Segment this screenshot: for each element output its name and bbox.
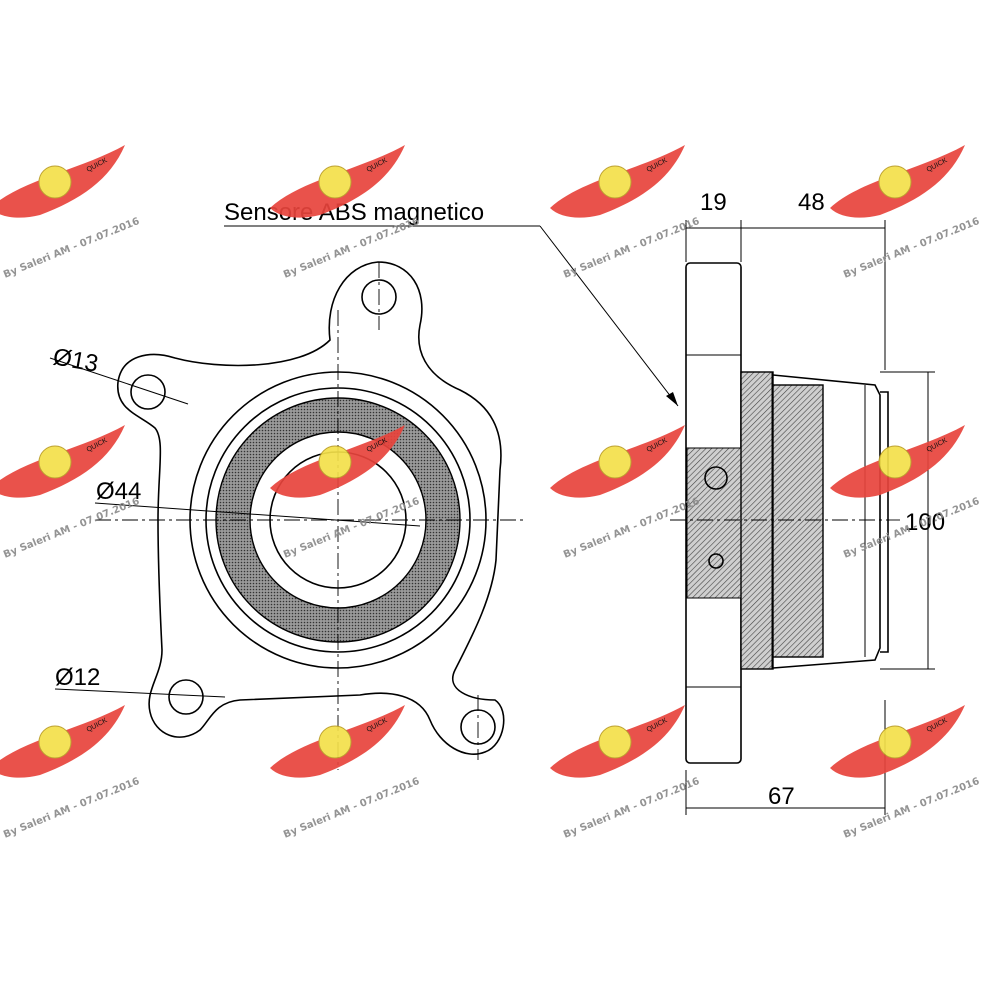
logo-ball-icon xyxy=(598,725,632,759)
front-view: Ø13 Ø44 Ø12 xyxy=(49,261,525,770)
bolt-hole-bottom-left xyxy=(168,679,204,715)
dim-48-label: 48 xyxy=(798,189,825,216)
bolt-hole-top xyxy=(361,279,397,315)
abs-sensor-label: Sensore ABS magnetico xyxy=(224,199,484,226)
logo-ball-icon xyxy=(878,165,912,199)
bearing-section xyxy=(772,384,824,658)
d12-leader xyxy=(54,688,226,698)
pilot-lip xyxy=(880,391,889,653)
watermark-text: By Saleri AM - 07.07.2016 xyxy=(562,496,701,561)
logo-ball-icon xyxy=(38,725,72,759)
side-view: 19 48 67 100 xyxy=(670,189,945,815)
logo-ball-icon xyxy=(878,445,912,479)
logo-ball-icon xyxy=(38,445,72,479)
watermark-text: By Saleri AM - 07.07.2016 xyxy=(2,776,141,841)
hub-section xyxy=(740,371,774,670)
logo-ball-icon xyxy=(38,165,72,199)
watermark-text: By Saleri AM - 07.07.2016 xyxy=(842,216,981,281)
logo-ball-icon xyxy=(318,165,352,199)
flange-section xyxy=(686,447,742,599)
abs-callout: Sensore ABS magnetico xyxy=(224,199,679,407)
watermark-text: By Saleri AM - 07.07.2016 xyxy=(2,496,141,561)
logo-ball-icon xyxy=(598,165,632,199)
side-bolt-hole xyxy=(704,466,728,490)
flange-outline xyxy=(117,261,505,755)
dim-19-label: 19 xyxy=(700,189,727,216)
logo-ball-icon xyxy=(878,725,912,759)
d44-leader xyxy=(94,502,421,527)
d13-label: Ø13 xyxy=(51,343,100,377)
watermark-text: By Saleri AM - 07.07.2016 xyxy=(842,496,981,561)
watermark-text: By Saleri AM - 07.07.2016 xyxy=(282,776,421,841)
watermark-text: By Saleri AM - 07.07.2016 xyxy=(562,776,701,841)
d12-label: Ø12 xyxy=(55,664,100,691)
d44-label: Ø44 xyxy=(96,478,141,505)
side-small-hole xyxy=(708,553,724,569)
dim-67-label: 67 xyxy=(768,783,795,810)
d13-leader xyxy=(49,357,189,405)
logo-ball-icon xyxy=(598,445,632,479)
bolt-hole-left xyxy=(130,374,166,410)
bearing-outer xyxy=(772,374,881,669)
logo-ball-icon xyxy=(318,725,352,759)
watermark-text: By Saleri AM - 07.07.2016 xyxy=(562,216,701,281)
logo-ball-icon xyxy=(318,445,352,479)
dim-100-label: 100 xyxy=(905,509,945,536)
watermark-text: By Saleri AM - 07.07.2016 xyxy=(2,216,141,281)
